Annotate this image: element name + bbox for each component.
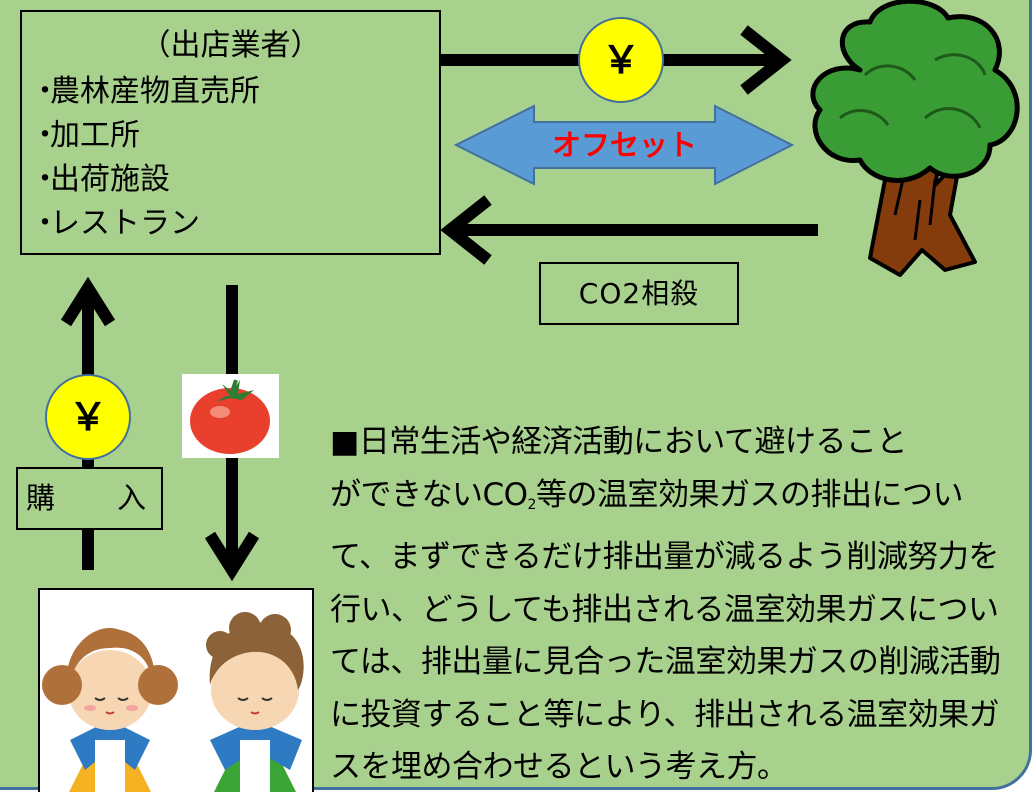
offset-double-arrow bbox=[453, 104, 795, 186]
purchase-char-2: 入 bbox=[117, 481, 147, 515]
description-subscript: 2 bbox=[527, 496, 537, 513]
tomato-icon bbox=[190, 379, 270, 454]
product-arrow-head bbox=[204, 531, 260, 582]
description-part-2: ができないCO bbox=[330, 476, 528, 513]
coin-top-icon bbox=[578, 17, 664, 103]
vendor-item: 農林産物直売所 bbox=[30, 70, 260, 114]
purchase-char-1: 購 bbox=[26, 481, 56, 515]
vendor-title: （出店業者） bbox=[140, 28, 321, 63]
tree-icon bbox=[810, 0, 1020, 277]
vendor-item: 出荷施設 bbox=[30, 158, 260, 202]
coin-top-label: ￥ bbox=[601, 38, 640, 82]
vendor-box: （出店業者） 農林産物直売所 加工所 出荷施設 レストラン bbox=[20, 10, 441, 255]
tomato-image bbox=[182, 374, 279, 458]
coin-left-label: ￥ bbox=[68, 395, 107, 439]
vendor-list: 農林産物直売所 加工所 出荷施設 レストラン bbox=[30, 70, 260, 246]
boy-figure bbox=[206, 612, 304, 792]
customers-image bbox=[38, 588, 314, 792]
vendor-item: レストラン bbox=[30, 202, 260, 246]
co2-arrow-head bbox=[440, 195, 492, 265]
offset-label: オフセット bbox=[551, 128, 697, 162]
payment-arrow-head bbox=[740, 25, 792, 95]
vendor-item: 加工所 bbox=[30, 114, 260, 158]
description-part-3: 等の温室効果ガスの排出について、まずできるだけ排出量が減るよう削減努力を行い、ど… bbox=[330, 476, 1001, 786]
description-text: ■日常生活や経済活動において避けることができないCO2等の温室効果ガスの排出につ… bbox=[330, 416, 1020, 792]
purchase-box: 購 入 bbox=[16, 467, 163, 530]
purchase-arrow-head bbox=[60, 276, 116, 327]
coin-left-icon bbox=[45, 374, 131, 460]
girl-figure bbox=[42, 628, 178, 792]
description-part-1: ■日常生活や経済活動において避けること bbox=[330, 424, 907, 460]
bowing-children-icon bbox=[42, 612, 304, 792]
co2-offset-box: CO2相殺 bbox=[539, 262, 739, 325]
